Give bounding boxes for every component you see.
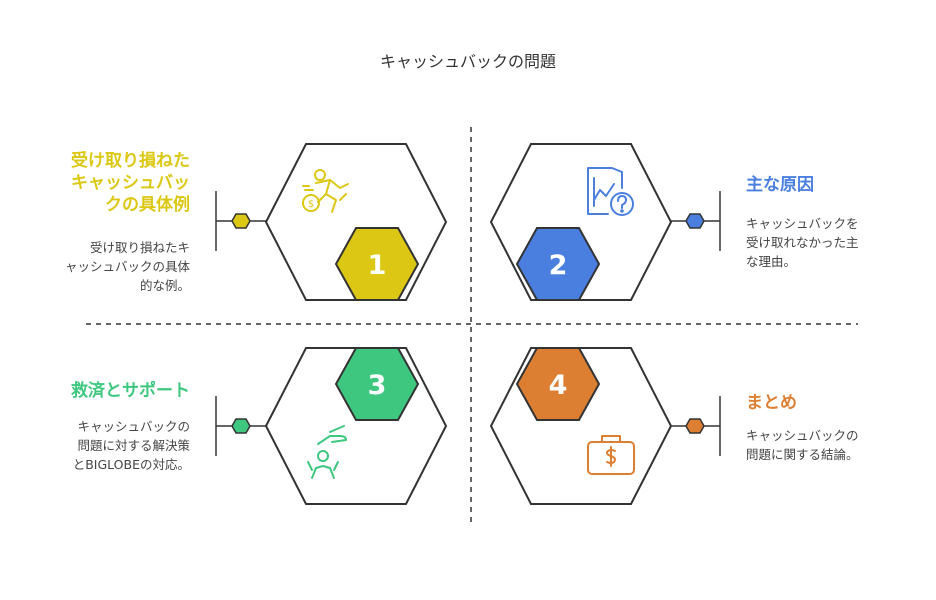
section-2-description: キャッシュバックを 受け取れなかった主 な理由。 — [746, 216, 859, 269]
cyclist-money-icon: $ — [302, 169, 349, 213]
badge-hexagon-4 — [515, 347, 601, 421]
hand-person-icon — [307, 425, 347, 479]
badge-number-4: 4 — [549, 370, 568, 401]
badge-number-3: 3 — [368, 370, 387, 401]
connector-4 — [671, 396, 721, 456]
badge-number-1: 1 — [368, 250, 387, 281]
connector-3 — [215, 396, 266, 456]
section-4-description: キャッシュバックの 問題に関する結論。 — [746, 428, 859, 462]
diagram-title: キャッシュバックの問題 — [379, 52, 556, 71]
money-briefcase-icon — [587, 435, 635, 475]
badge-hexagon-1 — [334, 227, 420, 301]
badge-hexagon-3 — [334, 347, 420, 421]
section-3-heading: 救済とサポート — [71, 381, 190, 401]
chart-question-icon — [587, 167, 634, 216]
badge-number-2: 2 — [549, 250, 568, 281]
section-1-description: 受け取り損ねたキ ャッシュバックの具体 的な例。 — [64, 240, 190, 293]
section-1-heading: 受け取り損ねた キャッシュバッ クの具体例 — [71, 151, 190, 215]
section-3-description: キャッシュバックの 問題に対する解決策 とBIGLOBEの対応。 — [72, 419, 190, 472]
connector-2 — [671, 191, 721, 251]
connector-1 — [215, 191, 266, 251]
section-2-heading: 主な原因 — [746, 175, 814, 195]
svg-text:$: $ — [308, 199, 314, 210]
section-4-heading: まとめ — [746, 393, 797, 413]
badge-hexagon-2 — [515, 227, 601, 301]
